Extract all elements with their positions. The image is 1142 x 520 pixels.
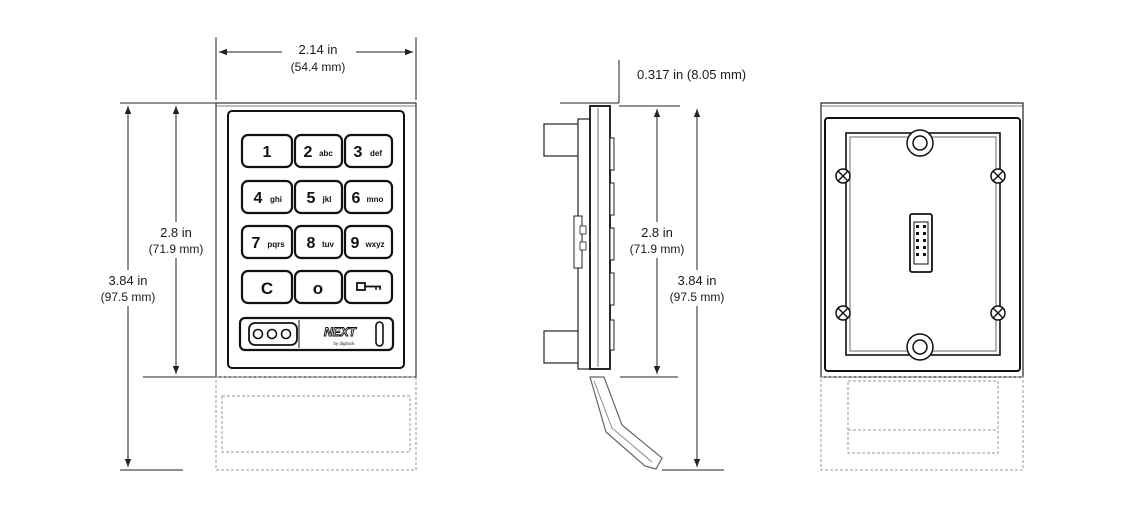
side-key-profile [609,319,615,351]
lower-mount-hole-icon [906,333,934,361]
key-3-letters: def [370,149,382,158]
key-9-letters: wxyz [364,240,384,249]
key-6[interactable]: 6 mno [343,179,394,215]
brand-subtext: by digilock [333,341,355,346]
front-bracket-outline [215,376,417,471]
side-front-housing [589,105,611,370]
side-inner-height-label-bg [622,222,692,258]
key-1-num: 1 [263,144,272,161]
indicator-lights-icon [248,322,298,346]
key-9-num: 9 [351,235,360,252]
side-inner-height-inches-label: 2.8 in [641,225,673,240]
key-9[interactable]: 9 wxyz [343,224,394,260]
side-overall-height-inches-label: 3.84 in [677,273,716,288]
rear-view [820,102,1024,471]
key-2[interactable]: 2 abc [293,133,344,169]
key-5-letters: jkl [322,195,332,204]
key-8-letters: tuv [322,240,335,249]
key-clear[interactable]: C [240,269,294,305]
side-overall-height-mm-label: (97.5 mm) [670,290,725,304]
depth-label: 0.317 in (8.05 mm) [637,67,746,82]
side-key-profile [609,137,615,171]
side-key-profile [609,272,615,306]
front-view: 2.14 in (54.4 mm) 2.8 in (71.9 mm) 3.84 … [94,37,417,471]
screw-icon [990,168,1006,184]
inner-height-mm-label: (71.9 mm) [149,242,204,256]
side-bracket-inner [593,380,653,463]
key-1[interactable]: 1 [240,133,294,169]
key-zero[interactable]: o [293,269,344,305]
key-7-letters: pqrs [267,240,285,249]
rear-connector-icon [909,213,933,273]
width-mm-label: (54.4 mm) [291,60,346,74]
side-connector-pin [579,241,587,251]
keypad-keys: 1 2 abc 3 def 4 ghi 5 jkl [240,133,394,305]
key-key-button[interactable] [343,269,394,305]
key-7-num: 7 [252,235,261,252]
side-bracket [589,376,663,470]
width-label-bg [282,38,356,76]
brand-logo: NEXT [324,325,358,339]
key-clear-label: C [261,279,273,298]
screw-icon [835,168,851,184]
key-3-num: 3 [354,144,363,161]
key-4-letters: ghi [270,195,282,204]
width-inches-label: 2.14 in [298,42,337,57]
side-view: 0.317 in (8.05 mm) 2.8 in (71.9 mm) 3.84… [543,60,746,471]
key-2-num: 2 [304,144,313,161]
rear-bracket-inner [847,380,999,454]
side-key-profile [609,182,615,216]
key-4-num: 4 [254,190,263,207]
key-4[interactable]: 4 ghi [240,179,294,215]
key-8[interactable]: 8 tuv [293,224,344,260]
screw-icon [835,305,851,321]
overall-height-inches-label: 3.84 in [108,273,147,288]
side-key-profile [609,227,615,261]
key-2-letters: abc [319,149,333,158]
inner-height-inches-label: 2.8 in [160,225,192,240]
inner-height-label-bg [140,222,212,258]
key-zero-label: o [313,279,323,298]
front-bracket-inner [221,395,411,453]
key-icon [356,282,381,291]
key-8-num: 8 [307,235,316,252]
key-5-num: 5 [307,190,316,207]
key-3[interactable]: 3 def [343,133,394,169]
key-6-letters: mno [367,195,384,204]
side-overall-height-label-bg [664,270,730,306]
upper-mount-hole-icon [906,129,934,157]
key-5[interactable]: 5 jkl [293,179,344,215]
key-6-num: 6 [352,190,361,207]
overall-height-label-bg [94,270,162,306]
rear-bracket-outline [820,376,1024,471]
overall-height-mm-label: (97.5 mm) [101,290,156,304]
side-connector-pin [579,225,587,235]
screw-icon [990,305,1006,321]
side-inner-height-mm-label: (71.9 mm) [630,242,685,256]
key-7[interactable]: 7 pqrs [240,224,294,260]
status-slot-icon [375,321,384,347]
brand-panel [238,316,395,352]
